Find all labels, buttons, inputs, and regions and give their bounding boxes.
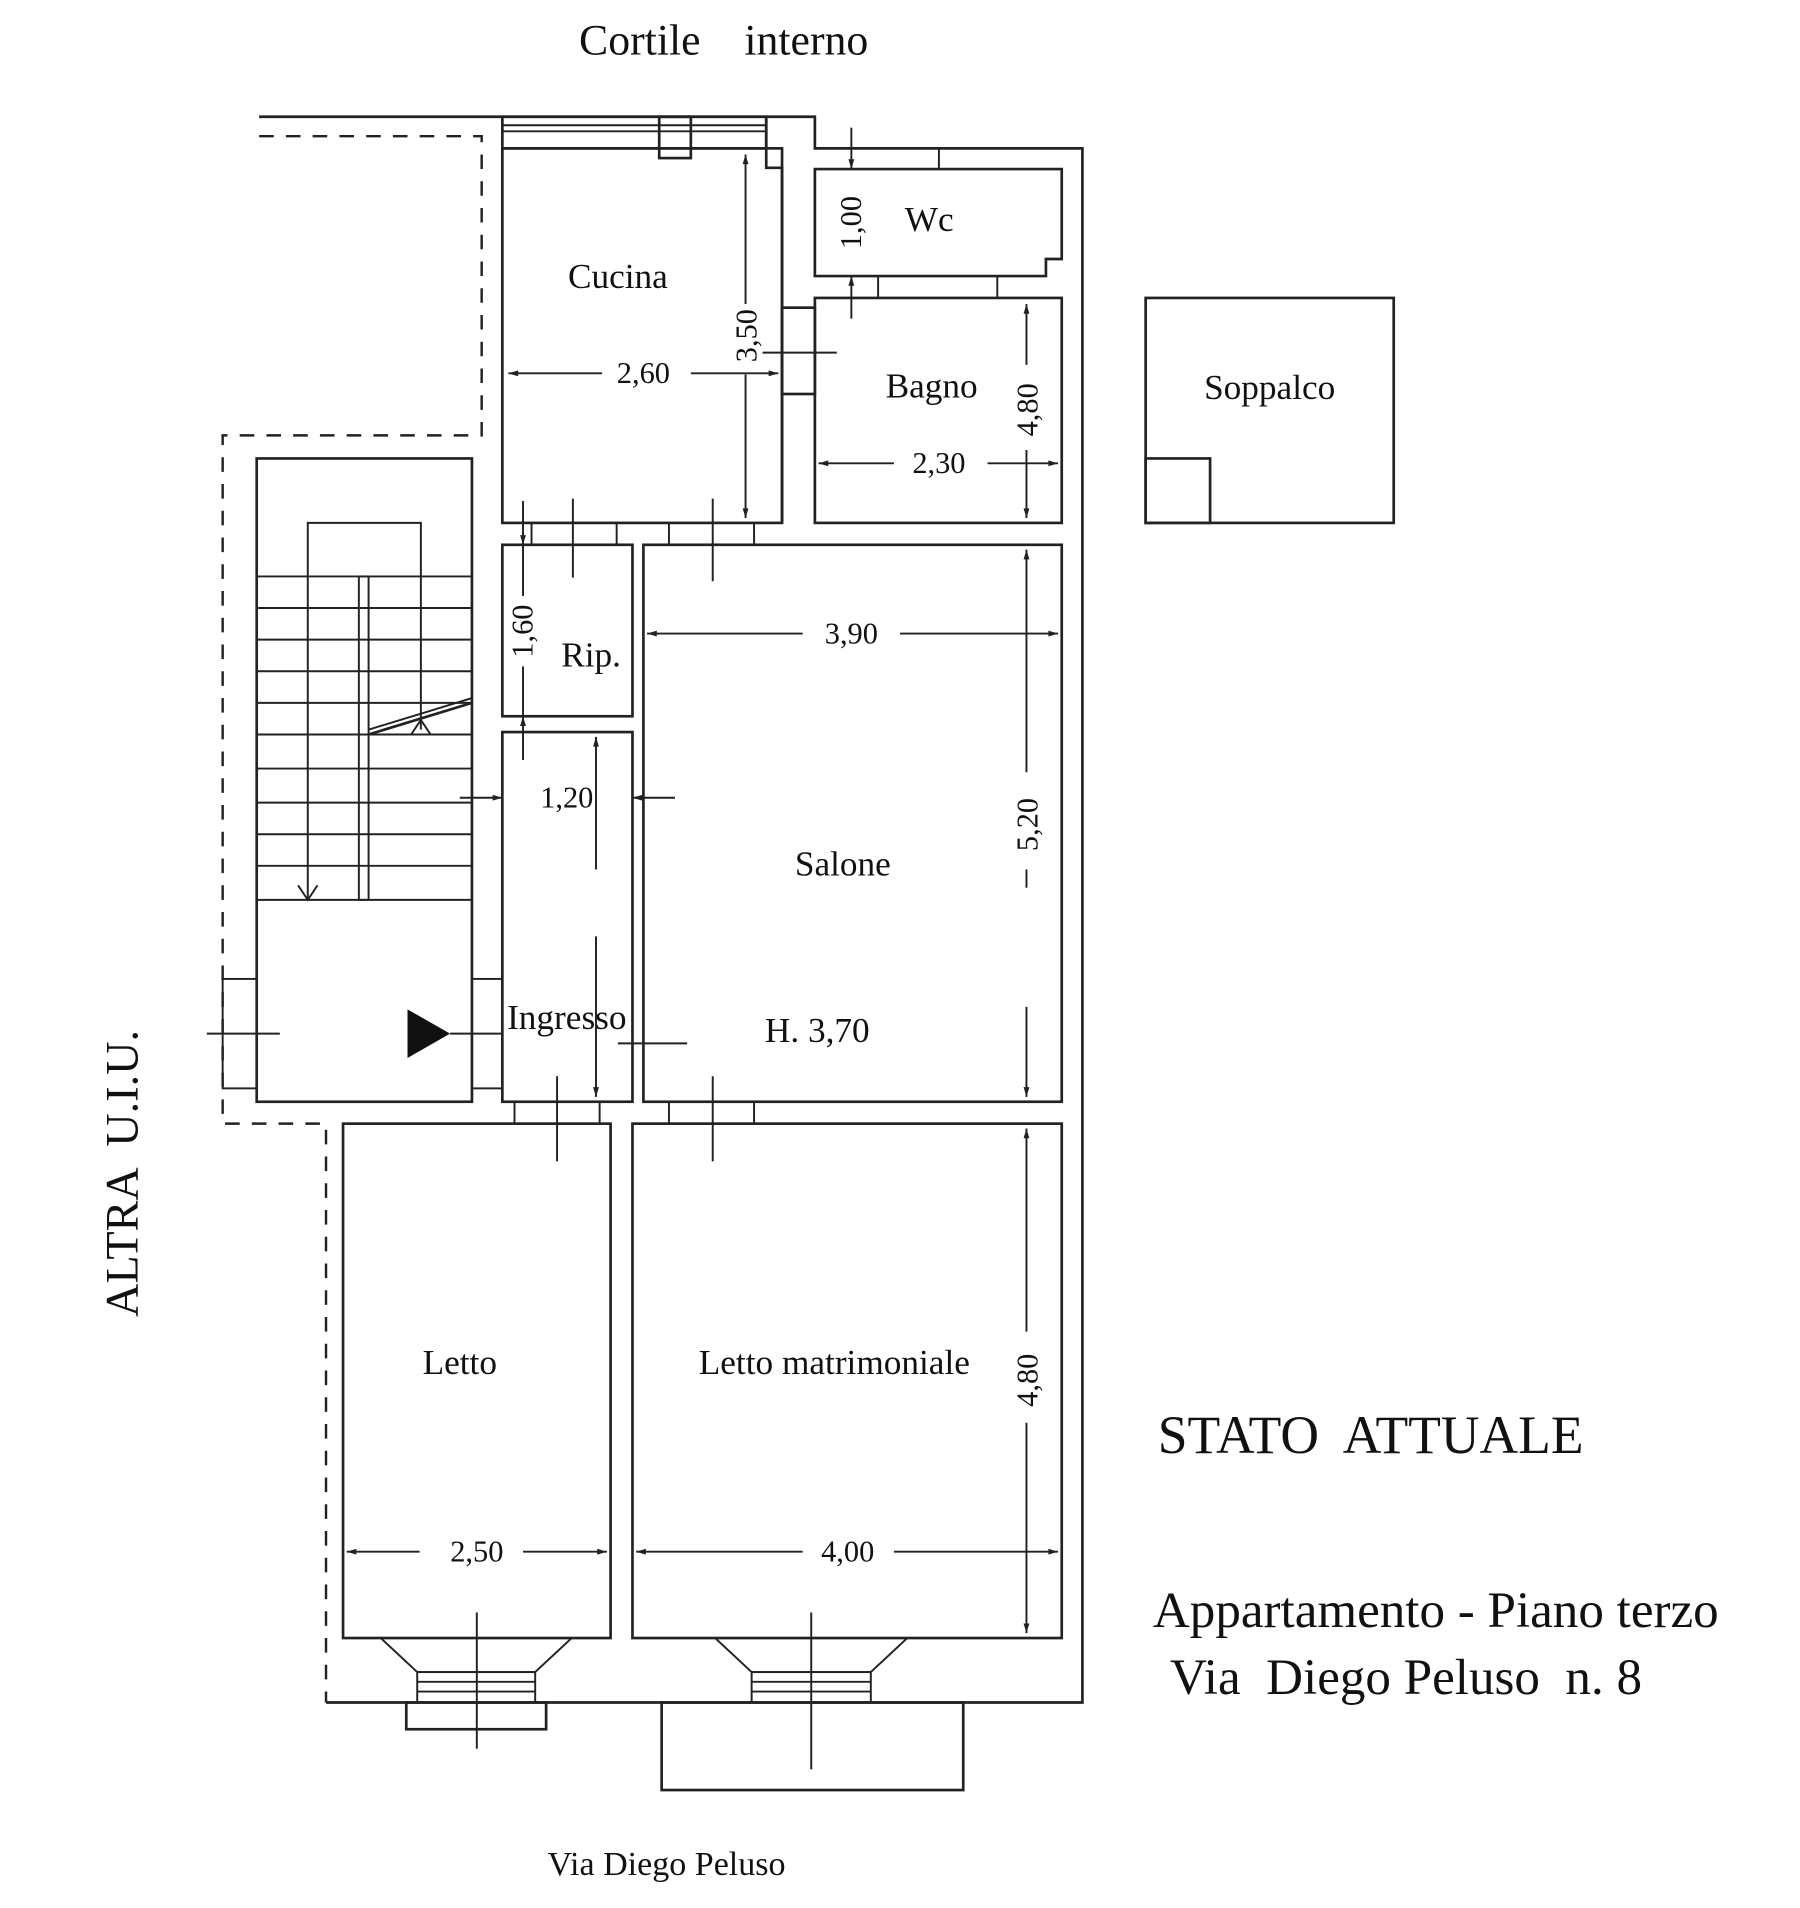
svg-text:H. 3,70: H. 3,70 [765,1011,870,1050]
svg-text:Wc: Wc [905,200,954,239]
room-rip: Rip. 1,60 [501,501,634,761]
apartment-subtitle: Appartamento - Piano terzo [1153,1582,1719,1639]
svg-text:4,80: 4,80 [1010,1354,1044,1407]
svg-text:Letto: Letto [423,1343,497,1382]
svg-text:5,20: 5,20 [1010,798,1044,851]
svg-text:4,00: 4,00 [821,1534,874,1568]
entrance-arrow-icon [407,1009,451,1058]
street-label: Via Diego Peluso [547,1846,785,1883]
room-cucina: Cucina 2,60 3,50 [501,147,837,525]
room-wc: Wc 1,00 [813,127,1064,319]
svg-text:Bagno: Bagno [886,367,978,406]
svg-text:Salone: Salone [795,845,891,884]
staircase [206,457,504,1104]
svg-text:3,50: 3,50 [730,309,764,362]
svg-text:2,30: 2,30 [912,446,965,480]
outer-walls [221,115,1084,1704]
address-label: Via Diego Peluso n. 8 [1170,1649,1642,1706]
room-letto-matrimoniale: Letto matrimoniale 4,00 4,80 [631,1122,1064,1792]
svg-text:1,60: 1,60 [506,605,540,658]
svg-text:Rip.: Rip. [561,635,621,674]
room-soppalco: Soppalco [1144,296,1396,525]
door-openings [513,498,756,1162]
status-title: STATO ATTUALE [1158,1405,1584,1465]
room-letto: Letto 2,50 [341,1122,612,1749]
svg-text:Letto matrimoniale: Letto matrimoniale [699,1343,970,1382]
svg-text:4,80: 4,80 [1010,383,1044,436]
svg-text:2,50: 2,50 [450,1534,503,1568]
room-bagno: Bagno 2,30 4,80 [813,296,1064,525]
svg-text:1,20: 1,20 [540,780,593,814]
svg-text:Cucina: Cucina [568,257,668,296]
room-salone: Salone H. 3,70 3,90 5,20 [642,543,1064,1104]
room-ingresso: Ingresso 1,20 [459,730,688,1104]
neighbor-unit-label: ALTRA U.I.U. [97,1030,148,1317]
svg-text:2,60: 2,60 [617,356,670,390]
svg-text:Soppalco: Soppalco [1204,368,1335,407]
svg-text:Ingresso: Ingresso [507,998,626,1037]
svg-text:3,90: 3,90 [825,616,878,650]
courtyard-label: Cortile interno [579,17,868,65]
svg-text:1,00: 1,00 [834,196,868,249]
